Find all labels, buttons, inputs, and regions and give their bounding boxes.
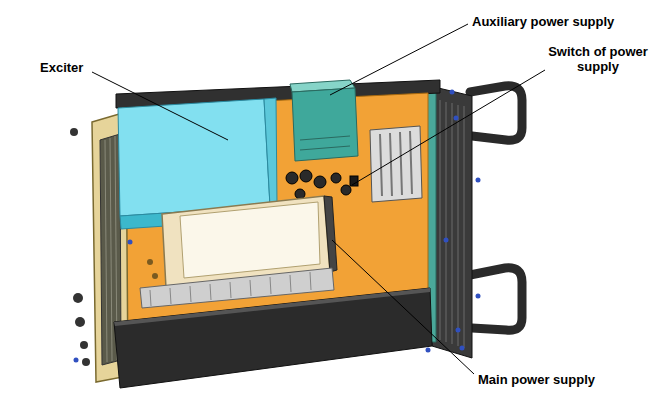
right-panel-part [452,103,453,344]
capacitors-part [314,176,326,188]
heatsink-part [190,286,191,302]
capacitors-part [300,170,312,182]
front-panel-part [70,128,78,136]
right-panel-part [440,100,441,340]
capacitors-part [350,176,358,186]
auxiliary-supply-module-part [300,146,350,150]
screws-part [128,240,133,245]
heatsink-part [147,259,153,265]
heatsink-part [210,284,211,300]
heatsink-part [310,272,311,290]
fan-assembly-part [370,126,422,202]
heatsink-part [150,272,311,306]
fan-assembly-part [380,131,412,196]
part-label: Switch of power supply [548,44,648,74]
right-panel-part [440,100,464,348]
right-panel-part [446,102,447,342]
front-panel-part [82,358,90,366]
leader-lines-part [330,24,468,95]
part-label: Auxiliary power supply [472,14,614,29]
bottom-wall-part [114,288,432,388]
screws-part [476,178,481,183]
auxiliary-supply-module-part [300,136,350,140]
screws-part [454,116,459,121]
screws-part [426,348,431,353]
heatsink [140,259,334,308]
part-label: Exciter [40,60,83,75]
leader-lines [92,24,545,374]
front-panel-part [70,128,90,366]
leader-lines-part [92,72,228,140]
screws-part [450,90,455,95]
leader-lines-part [332,240,474,374]
heatsink-part [250,280,251,296]
heatsink-part [170,288,171,304]
fan-assembly-part [380,134,382,196]
screws-part [456,328,461,333]
capacitors-part [295,189,305,199]
handles-part [470,268,522,330]
front-panel-part [105,140,107,362]
heatsink-part [230,282,231,298]
screws-part [444,238,449,243]
capacitors [286,170,358,199]
fan-assembly [370,126,422,202]
heatsink-part [150,290,151,306]
front-panel-part [73,293,83,303]
screws-part [74,358,79,363]
front-panel-part [80,341,88,349]
fan-assembly-part [400,132,402,195]
auxiliary-supply-module-part [292,88,358,161]
fan-assembly-part [410,131,412,194]
part-label: Main power supply [478,372,595,387]
screws-part [476,294,481,299]
front-panel-part [75,317,85,327]
exciter-module-part [118,99,270,216]
auxiliary-supply-module-part [300,136,350,150]
right-panel-part [464,106,465,348]
bottom-wall-part [114,288,430,326]
right-panel-part [458,105,459,346]
screws [74,90,481,363]
capacitors-part [331,173,341,183]
main-supply-module-part [180,202,320,278]
fan-assembly-part [390,133,392,196]
heatsink-part [270,277,271,294]
handles-part [470,86,522,140]
front-panel-part [110,138,112,361]
bottom-wall [114,288,432,388]
heatsink-part [290,275,291,292]
capacitors-part [286,172,298,184]
screws-part [460,346,465,351]
leader-lines-part [352,70,545,185]
handles [470,86,522,330]
exciter-module-part [264,98,277,206]
auxiliary-supply-module [290,80,358,161]
main-supply-module-part [324,196,337,272]
heatsink-part [152,273,158,279]
